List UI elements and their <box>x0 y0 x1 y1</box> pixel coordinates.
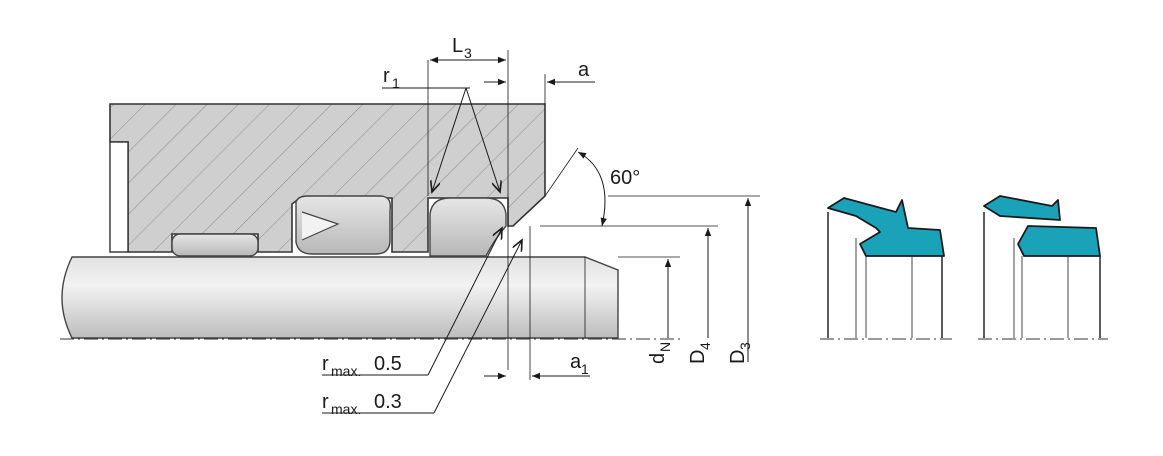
seal-profile-1 <box>827 197 945 257</box>
label-a: a <box>578 59 590 81</box>
piston-rod <box>61 256 619 339</box>
dimension-D3: D 3 <box>727 198 753 364</box>
dimension-a: a <box>484 59 595 104</box>
label-a1: a <box>570 351 582 373</box>
label-angle: 60° <box>610 167 640 189</box>
label-L3-sub: 3 <box>464 45 472 61</box>
label-dN: d <box>647 353 669 364</box>
callout-r1: r 1 <box>382 65 500 192</box>
dimension-angle: 60° <box>544 147 640 227</box>
label-r1-sub: 1 <box>392 75 400 91</box>
seal-profile-variant-2 <box>978 195 1108 340</box>
dimension-D4: D 4 <box>687 228 713 364</box>
seal-profile-2a <box>983 195 1061 221</box>
housing <box>109 103 546 253</box>
label-rmax05-value: 0.5 <box>374 353 402 375</box>
callout-rmax-05: r max. 0.5 <box>322 228 502 379</box>
label-rmax03-sub: max. <box>331 401 361 417</box>
dimension-L3: L 3 <box>427 35 509 370</box>
dimension-dN: d N <box>647 259 673 364</box>
guide-ring <box>171 233 259 257</box>
rod-seal <box>295 195 391 255</box>
label-r1: r <box>383 65 390 87</box>
label-rmax05-sub: max. <box>331 363 361 379</box>
seal-profile-variant-1 <box>820 197 952 340</box>
wiper-seal <box>429 197 507 257</box>
label-rmax05: r <box>322 353 329 375</box>
label-dN-sub: N <box>657 342 673 352</box>
label-D3: D <box>727 350 749 364</box>
label-D3-sub: 3 <box>737 342 753 350</box>
label-D4: D <box>687 350 709 364</box>
label-D4-sub: 4 <box>697 342 713 350</box>
callout-rmax-03: r max. 0.3 <box>322 240 522 417</box>
label-a1-sub: 1 <box>581 361 589 377</box>
label-L3: L <box>452 35 463 57</box>
dimension-a1: a 1 <box>484 226 590 380</box>
label-rmax03: r <box>322 391 329 413</box>
label-rmax03-value: 0.3 <box>374 391 402 413</box>
seal-profile-2b <box>1017 225 1101 257</box>
